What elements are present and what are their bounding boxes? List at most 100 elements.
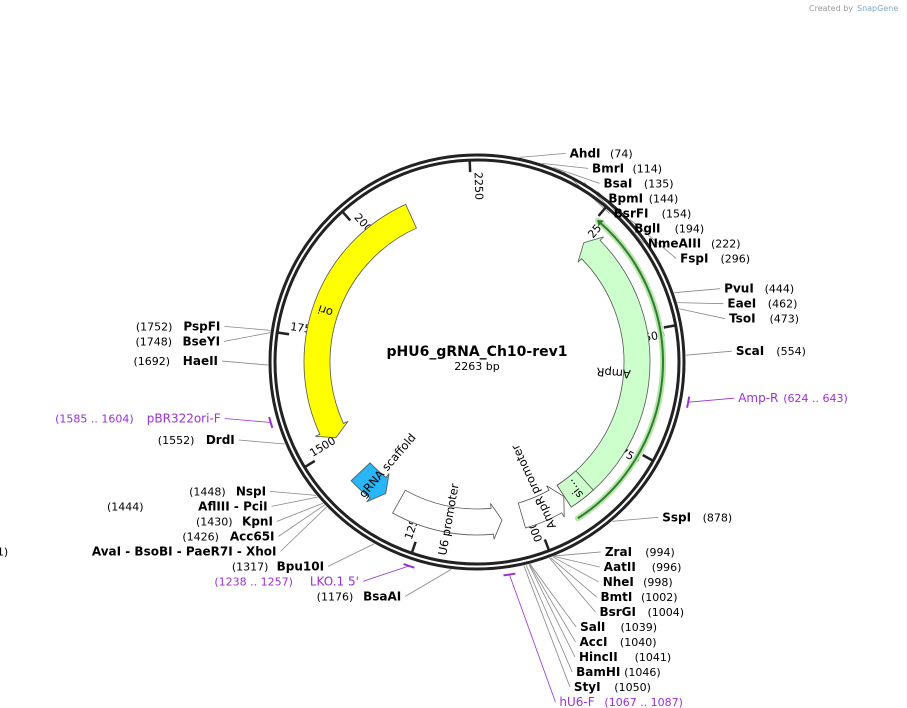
enzyme-leader-line [271,496,318,507]
enzyme-name[interactable]: KpnI [242,514,273,528]
enzyme-leader-line [629,219,677,259]
primer-position: (1585 .. 1604) [55,413,134,426]
enzyme-name[interactable]: Acc65I [230,529,275,543]
enzyme-name[interactable]: AatII [604,560,636,574]
orf-arrowhead [597,220,604,227]
enzyme-position: (296) [720,252,750,265]
enzyme-position: (74) [610,147,633,160]
enzyme-leader-line [552,556,599,583]
enzyme-name[interactable]: HincII [579,650,618,664]
enzyme-position: (1176) [317,590,354,603]
enzyme-position: (1748) [135,335,172,348]
primer-marker [686,396,691,408]
enzyme-name[interactable]: AccI [580,635,608,649]
enzyme-name[interactable]: BsrGI [599,605,636,619]
enzyme-name[interactable]: BmrI [592,161,624,175]
enzyme-position: (222) [711,237,741,250]
enzyme-leader-line [280,506,327,552]
enzyme-position: (1448) [189,485,226,498]
enzyme-name[interactable]: NmeAIII [648,236,701,250]
enzyme-name[interactable]: TsoI [729,312,755,326]
enzyme-position: (998) [643,576,673,589]
primer-name[interactable]: hU6-F [559,695,594,708]
enzyme-name[interactable]: Bpu10I [277,559,324,573]
enzyme-name[interactable]: BseYI [182,334,220,348]
enzyme-leader-line [523,565,571,688]
feature-arrow [517,485,565,529]
ruler-tick [277,331,290,336]
enzyme-name[interactable]: EaeI [727,297,756,311]
site-labels: AhdI(74)BmrI(114)BsaI(135)BpmI(144)BsrFI… [0,146,848,708]
credit-brand: SnapGene [857,4,898,13]
enzyme-leader-line [612,516,659,522]
primer-name[interactable]: pBR322ori-F [147,412,221,426]
primer-name[interactable]: Amp-R [738,391,778,405]
enzyme-name[interactable]: BsaI [604,176,633,190]
enzyme-name[interactable]: AvaI - BsoBI - PaeR7I - XhoI [92,544,277,558]
enzyme-leader-line [223,332,271,342]
primer-name[interactable]: LKO.1 5' [310,574,359,588]
enzyme-leader-line [224,325,271,331]
enzyme-leader-line [553,555,600,568]
backbone-outer-strand [268,153,686,571]
enzyme-name[interactable]: AflIII - PciI [198,499,267,513]
enzyme-name[interactable]: StyI [574,680,601,694]
primer-position: (1238 .. 1257) [214,575,293,588]
ruler-tick [642,453,653,462]
ruler-tick [304,459,316,468]
enzyme-leader-line [238,439,285,445]
enzyme-leader-line [674,288,721,294]
enzyme-name[interactable]: PspFI [183,319,220,333]
feature-label: AmpR [596,365,631,382]
enzyme-leader-line [685,350,732,356]
primer-marker [403,563,415,569]
primer-marker [268,416,274,429]
primer-position: (624 .. 643) [783,392,848,405]
enzyme-name[interactable]: BmtI [601,590,633,604]
feature-arrow [556,470,594,508]
feature-arrow [392,489,503,540]
enzyme-name[interactable]: NheI [603,575,634,589]
enzyme-position: (878) [703,511,733,524]
feature-arrow [350,462,390,503]
enzyme-name[interactable]: DrdI [206,433,235,447]
enzyme-position: (1040) [620,636,657,649]
primer-leader-line [509,574,556,703]
enzyme-name[interactable]: BpmI [608,191,643,205]
enzyme-name[interactable]: SalI [580,620,605,634]
primer-leader-line [362,565,410,582]
ruler-tick [597,206,607,217]
enzyme-position: (1041) [635,651,672,664]
enzyme-position: (473) [770,313,800,326]
enzyme-leader-line [276,502,324,522]
primer-marker [503,572,516,577]
ruler-tick-label: 1500 [307,434,338,460]
enzyme-name[interactable]: BamHI [576,665,620,679]
enzyme-name[interactable]: NspI [236,484,266,498]
enzyme-name[interactable]: AhdI [570,146,601,160]
enzyme-leader-line [529,564,576,643]
enzyme-name[interactable]: ScaI [736,344,764,358]
enzyme-position: (194) [675,222,705,235]
enzyme-position: (444) [765,283,795,296]
enzyme-position: (996) [652,561,682,574]
enzyme-name[interactable]: HaeII [183,354,218,368]
enzyme-name[interactable]: PvuI [724,282,754,296]
enzyme-name[interactable]: BsrFI [614,206,649,220]
enzyme-name[interactable]: BglI [634,221,660,235]
enzyme-position: (1430) [196,515,233,528]
enzyme-name[interactable]: SspI [662,510,691,524]
enzyme-position: (1039) [620,621,657,634]
enzyme-leader-line [405,569,452,597]
backbone-inner-strand [273,158,681,566]
enzyme-leader-line [553,167,600,184]
orf-line [577,219,664,520]
enzyme-leader-line [528,564,576,658]
enzyme-name[interactable]: ZraI [605,545,632,559]
enzyme-leader-line [519,152,566,158]
feature-label: ori [316,302,335,320]
enzyme-position: (1444) [107,500,144,513]
enzyme-name[interactable]: FspI [680,251,708,265]
enzyme-name[interactable]: BsaAI [363,589,401,603]
